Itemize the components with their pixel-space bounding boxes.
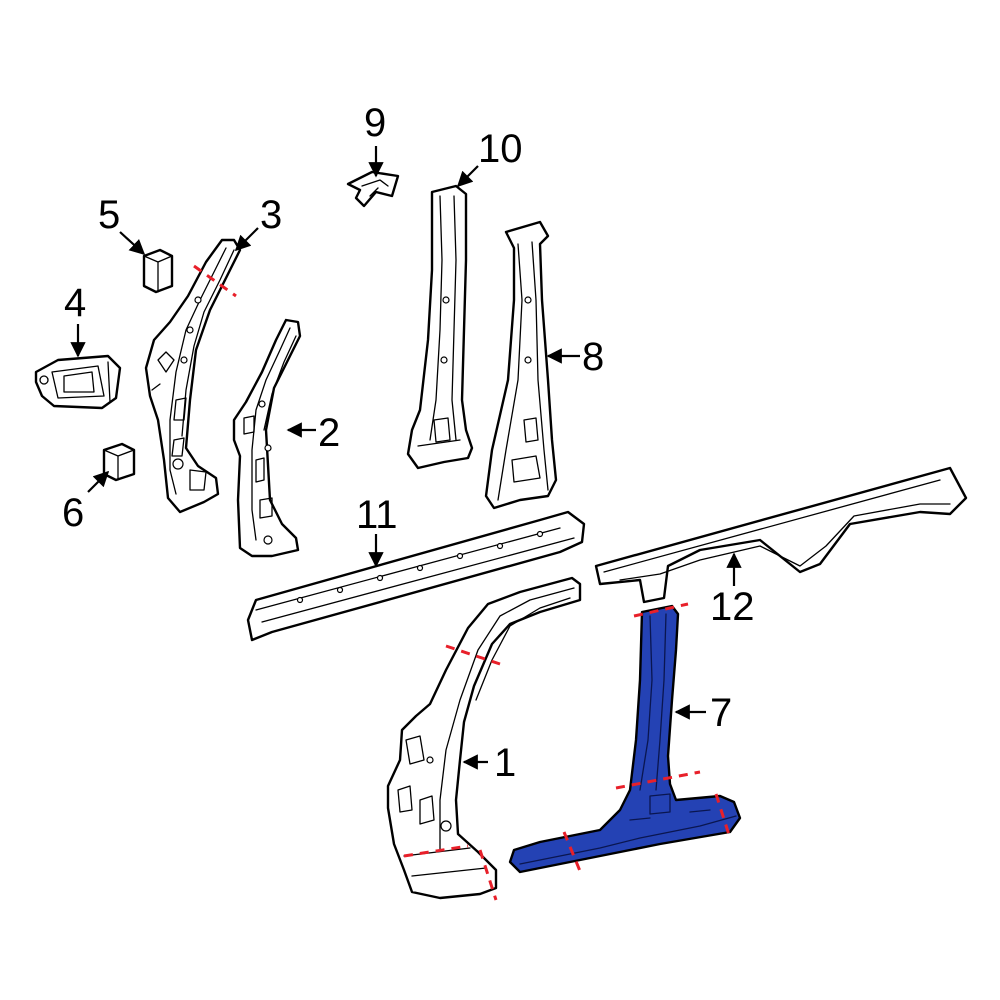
part-10-center-pillar-inner[interactable] <box>406 184 474 470</box>
part-11-rocker-panel[interactable] <box>246 510 586 642</box>
leader-lines <box>70 146 742 770</box>
callout-3[interactable]: 3 <box>260 193 282 237</box>
part-3-pillar-inner[interactable] <box>144 238 242 514</box>
callout-8[interactable]: 8 <box>582 335 604 379</box>
part-8-center-pillar-reinforcement[interactable] <box>484 220 558 510</box>
callout-4[interactable]: 4 <box>64 281 86 325</box>
leader-5 <box>119 231 146 256</box>
part-12-roof-rail[interactable] <box>594 466 968 604</box>
callout-7[interactable]: 7 <box>710 691 732 735</box>
leader-3 <box>234 227 259 252</box>
cut-line-part-1-base <box>403 844 469 858</box>
cut-lines <box>193 264 732 901</box>
part-9-bracket[interactable] <box>346 170 400 208</box>
callout-5[interactable]: 5 <box>98 193 120 237</box>
part-5-block[interactable] <box>142 248 174 294</box>
part-6-block[interactable] <box>102 442 136 482</box>
callout-labels: 1 2 3 4 5 6 7 8 9 10 11 12 <box>62 101 755 785</box>
cut-line-part-7-mid <box>615 770 701 790</box>
part-2-pillar-reinforcement[interactable] <box>232 318 302 558</box>
callout-1[interactable]: 1 <box>494 741 516 785</box>
callout-11[interactable]: 11 <box>356 493 398 537</box>
callout-9[interactable]: 9 <box>364 101 386 145</box>
cut-line-part-7-rear <box>714 793 732 839</box>
cut-line-part-1-end <box>478 849 498 901</box>
cut-line-part-3 <box>193 264 237 298</box>
leader-6 <box>87 470 110 493</box>
part-1-front-body-pillar[interactable] <box>386 576 582 900</box>
callout-12[interactable]: 12 <box>710 585 755 629</box>
leader-10 <box>456 165 479 188</box>
callout-10[interactable]: 10 <box>478 127 523 171</box>
callout-6[interactable]: 6 <box>62 491 84 535</box>
part-4-gusset[interactable] <box>34 354 122 410</box>
callout-2[interactable]: 2 <box>318 411 340 455</box>
part-7-center-pillar-outer[interactable] <box>508 604 742 874</box>
cut-line-part-7-front <box>562 831 584 877</box>
